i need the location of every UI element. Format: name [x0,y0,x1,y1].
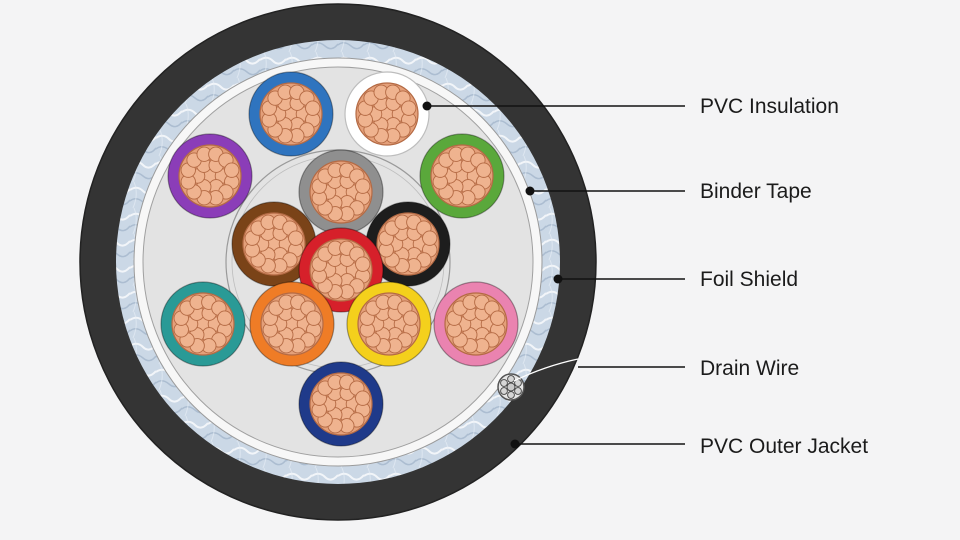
copper-strand [305,100,321,116]
copper-strand [355,256,371,272]
copper-strand [355,390,371,406]
callout-binder-tape: Binder Tape [525,180,812,203]
blue-conductor [248,71,334,157]
green-conductor [419,133,505,219]
callout-foil-shield: Foil Shield [553,268,798,291]
callout-dot [510,439,520,449]
callout-dot [525,186,535,196]
navy-conductor [298,361,384,447]
label-binder-tape: Binder Tape [700,180,812,203]
copper-strand [403,310,419,326]
teal-conductor [160,281,246,367]
copper-strand [224,162,240,178]
copper-strand [288,230,304,246]
callouts: PVC Insulation Binder Tape Foil Shield D… [422,95,868,458]
copper-strand [355,178,371,194]
copper-strand [476,162,492,178]
white-conductor [344,71,430,157]
orange-conductor [249,281,335,367]
callout-drain-wire: Drain Wire [513,357,799,382]
black-conductor [365,201,451,287]
conductor-group [160,71,519,447]
copper-strand [217,310,233,326]
label-foil-shield: Foil Shield [700,268,798,291]
callout-pvc-insulation: PVC Insulation [422,95,839,118]
callout-pvc-outer-jacket: PVC Outer Jacket [510,435,868,458]
label-pvc-outer-jacket: PVC Outer Jacket [700,435,868,458]
yellow-conductor [346,281,432,367]
copper-strand [306,310,322,326]
copper-strand [422,230,438,246]
brown-conductor [231,201,317,287]
callout-dot [553,274,563,284]
callout-dot [422,101,432,111]
copper-strand [401,100,417,116]
label-drain-wire: Drain Wire [700,357,799,380]
gray-conductor [298,149,384,235]
purple-conductor [167,133,253,219]
red-conductor [298,227,384,313]
drain-wire [497,373,525,401]
label-pvc-insulation: PVC Insulation [700,95,839,118]
pink-conductor [433,281,519,367]
copper-strand [490,310,506,326]
